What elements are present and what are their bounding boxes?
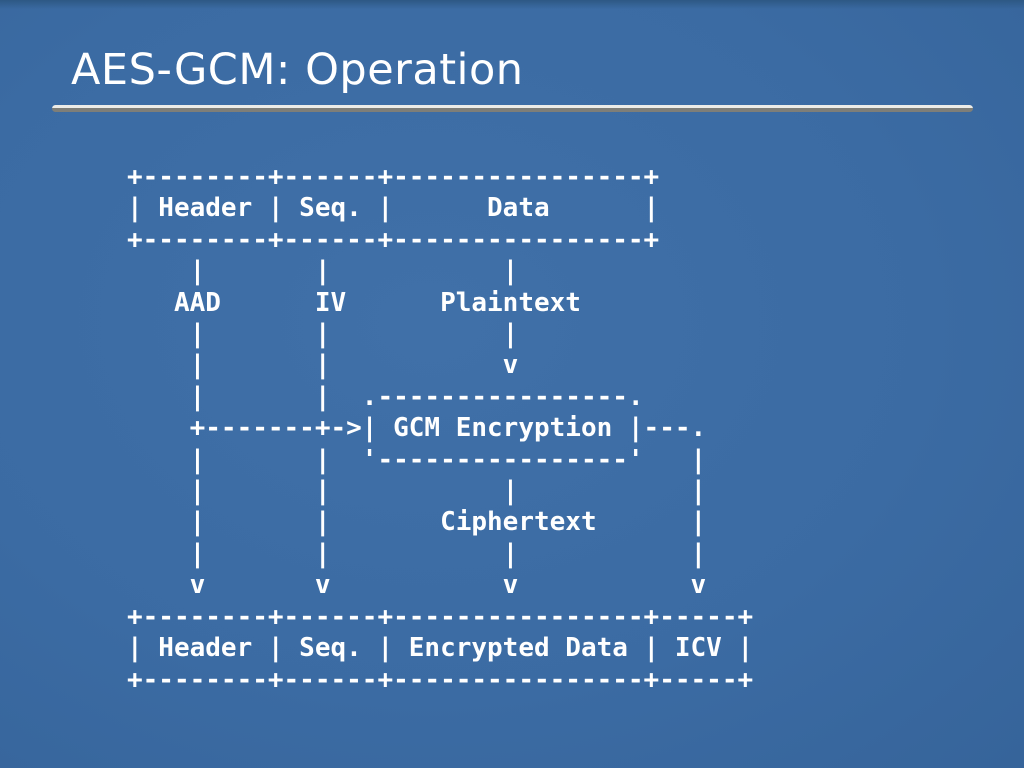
title-underline [52,105,973,112]
ascii-diagram: +--------+------+----------------+ | Hea… [127,162,754,695]
slide-title: AES-GCM: Operation [71,45,524,95]
